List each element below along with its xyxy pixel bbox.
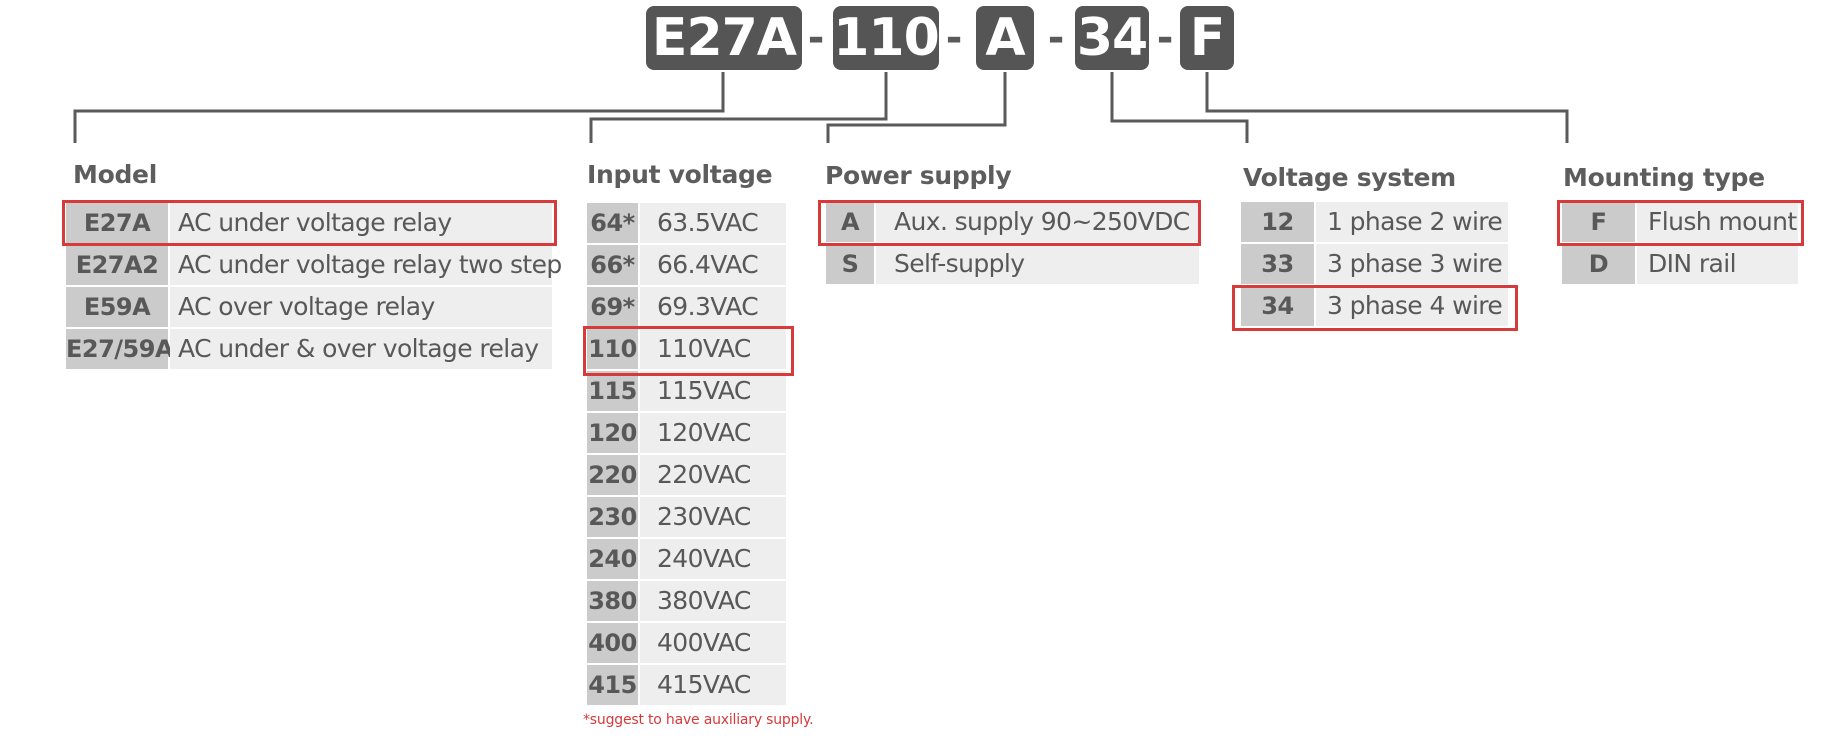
option-description: 380VAC xyxy=(640,581,786,621)
option-code: 240 xyxy=(587,539,638,579)
section-title-power-supply: Power supply xyxy=(825,161,1012,190)
option-code: S xyxy=(826,244,874,284)
option-code: E27A2 xyxy=(66,245,168,285)
option-code: 66* xyxy=(587,245,638,285)
option-description: 115VAC xyxy=(640,371,786,411)
connector-mounting-type xyxy=(1205,72,1569,143)
option-description: 66.4VAC xyxy=(640,245,786,285)
option-description: AC under voltage relay xyxy=(170,203,552,243)
option-description: Aux. supply 90~250VDC xyxy=(876,202,1199,242)
option-code: 69* xyxy=(587,287,638,327)
section-title-voltage-system: Voltage system xyxy=(1243,163,1456,192)
code-separator: - xyxy=(1156,15,1174,61)
section-title-model: Model xyxy=(73,160,157,189)
option-description: 1 phase 2 wire xyxy=(1316,202,1508,242)
option-code: 400 xyxy=(587,623,638,663)
code-separator: - xyxy=(807,15,825,61)
option-description: 69.3VAC xyxy=(640,287,786,327)
option-description: 3 phase 3 wire xyxy=(1316,244,1508,284)
option-code: 220 xyxy=(587,455,638,495)
connector-power-supply xyxy=(826,72,1007,143)
section-title-input-voltage: Input voltage xyxy=(587,160,773,189)
option-description: AC under & over voltage relay xyxy=(170,329,552,369)
footnote: *suggest to have auxiliary supply. xyxy=(583,712,814,728)
option-code: 110 xyxy=(587,329,638,369)
option-code: 230 xyxy=(587,497,638,537)
option-description: Self-supply xyxy=(876,244,1199,284)
option-code: D xyxy=(1562,244,1635,284)
option-description: Flush mount xyxy=(1637,202,1798,242)
code-segment-model: E27A xyxy=(646,6,802,70)
option-description: 120VAC xyxy=(640,413,786,453)
option-code: 34 xyxy=(1241,286,1314,326)
option-description: 415VAC xyxy=(640,665,786,705)
code-separator: - xyxy=(945,15,963,61)
code-segment-power-supply: A xyxy=(976,6,1034,70)
option-code: A xyxy=(826,202,874,242)
ordering-code: E27A - 110 - A - 34 - F xyxy=(0,6,1840,72)
option-description: 400VAC xyxy=(640,623,786,663)
option-description: 110VAC xyxy=(640,329,786,369)
code-segment-mounting-type: F xyxy=(1180,6,1234,70)
option-description: AC over voltage relay xyxy=(170,287,552,327)
connector-input-voltage xyxy=(589,72,888,143)
code-separator: - xyxy=(1047,15,1065,61)
option-code: 33 xyxy=(1241,244,1314,284)
option-description: 3 phase 4 wire xyxy=(1316,286,1508,326)
option-description: 220VAC xyxy=(640,455,786,495)
option-code: 120 xyxy=(587,413,638,453)
option-description: 240VAC xyxy=(640,539,786,579)
option-description: DIN rail xyxy=(1637,244,1798,284)
option-code: 64* xyxy=(587,203,638,243)
option-code: 115 xyxy=(587,371,638,411)
option-code: 380 xyxy=(587,581,638,621)
option-code: E59A xyxy=(66,287,168,327)
section-title-mounting-type: Mounting type xyxy=(1563,163,1765,192)
option-code: 12 xyxy=(1241,202,1314,242)
connector-model xyxy=(73,72,725,143)
connector-voltage-system xyxy=(1110,72,1249,143)
option-code: 415 xyxy=(587,665,638,705)
option-code: E27/59A xyxy=(66,329,174,369)
code-segment-voltage-system: 34 xyxy=(1075,6,1149,70)
code-segment-input-voltage: 110 xyxy=(833,6,940,70)
option-description: AC under voltage relay two step xyxy=(170,245,562,285)
option-code: F xyxy=(1562,202,1635,242)
option-code: E27A xyxy=(66,203,168,243)
option-description: 63.5VAC xyxy=(640,203,786,243)
option-description: 230VAC xyxy=(640,497,786,537)
